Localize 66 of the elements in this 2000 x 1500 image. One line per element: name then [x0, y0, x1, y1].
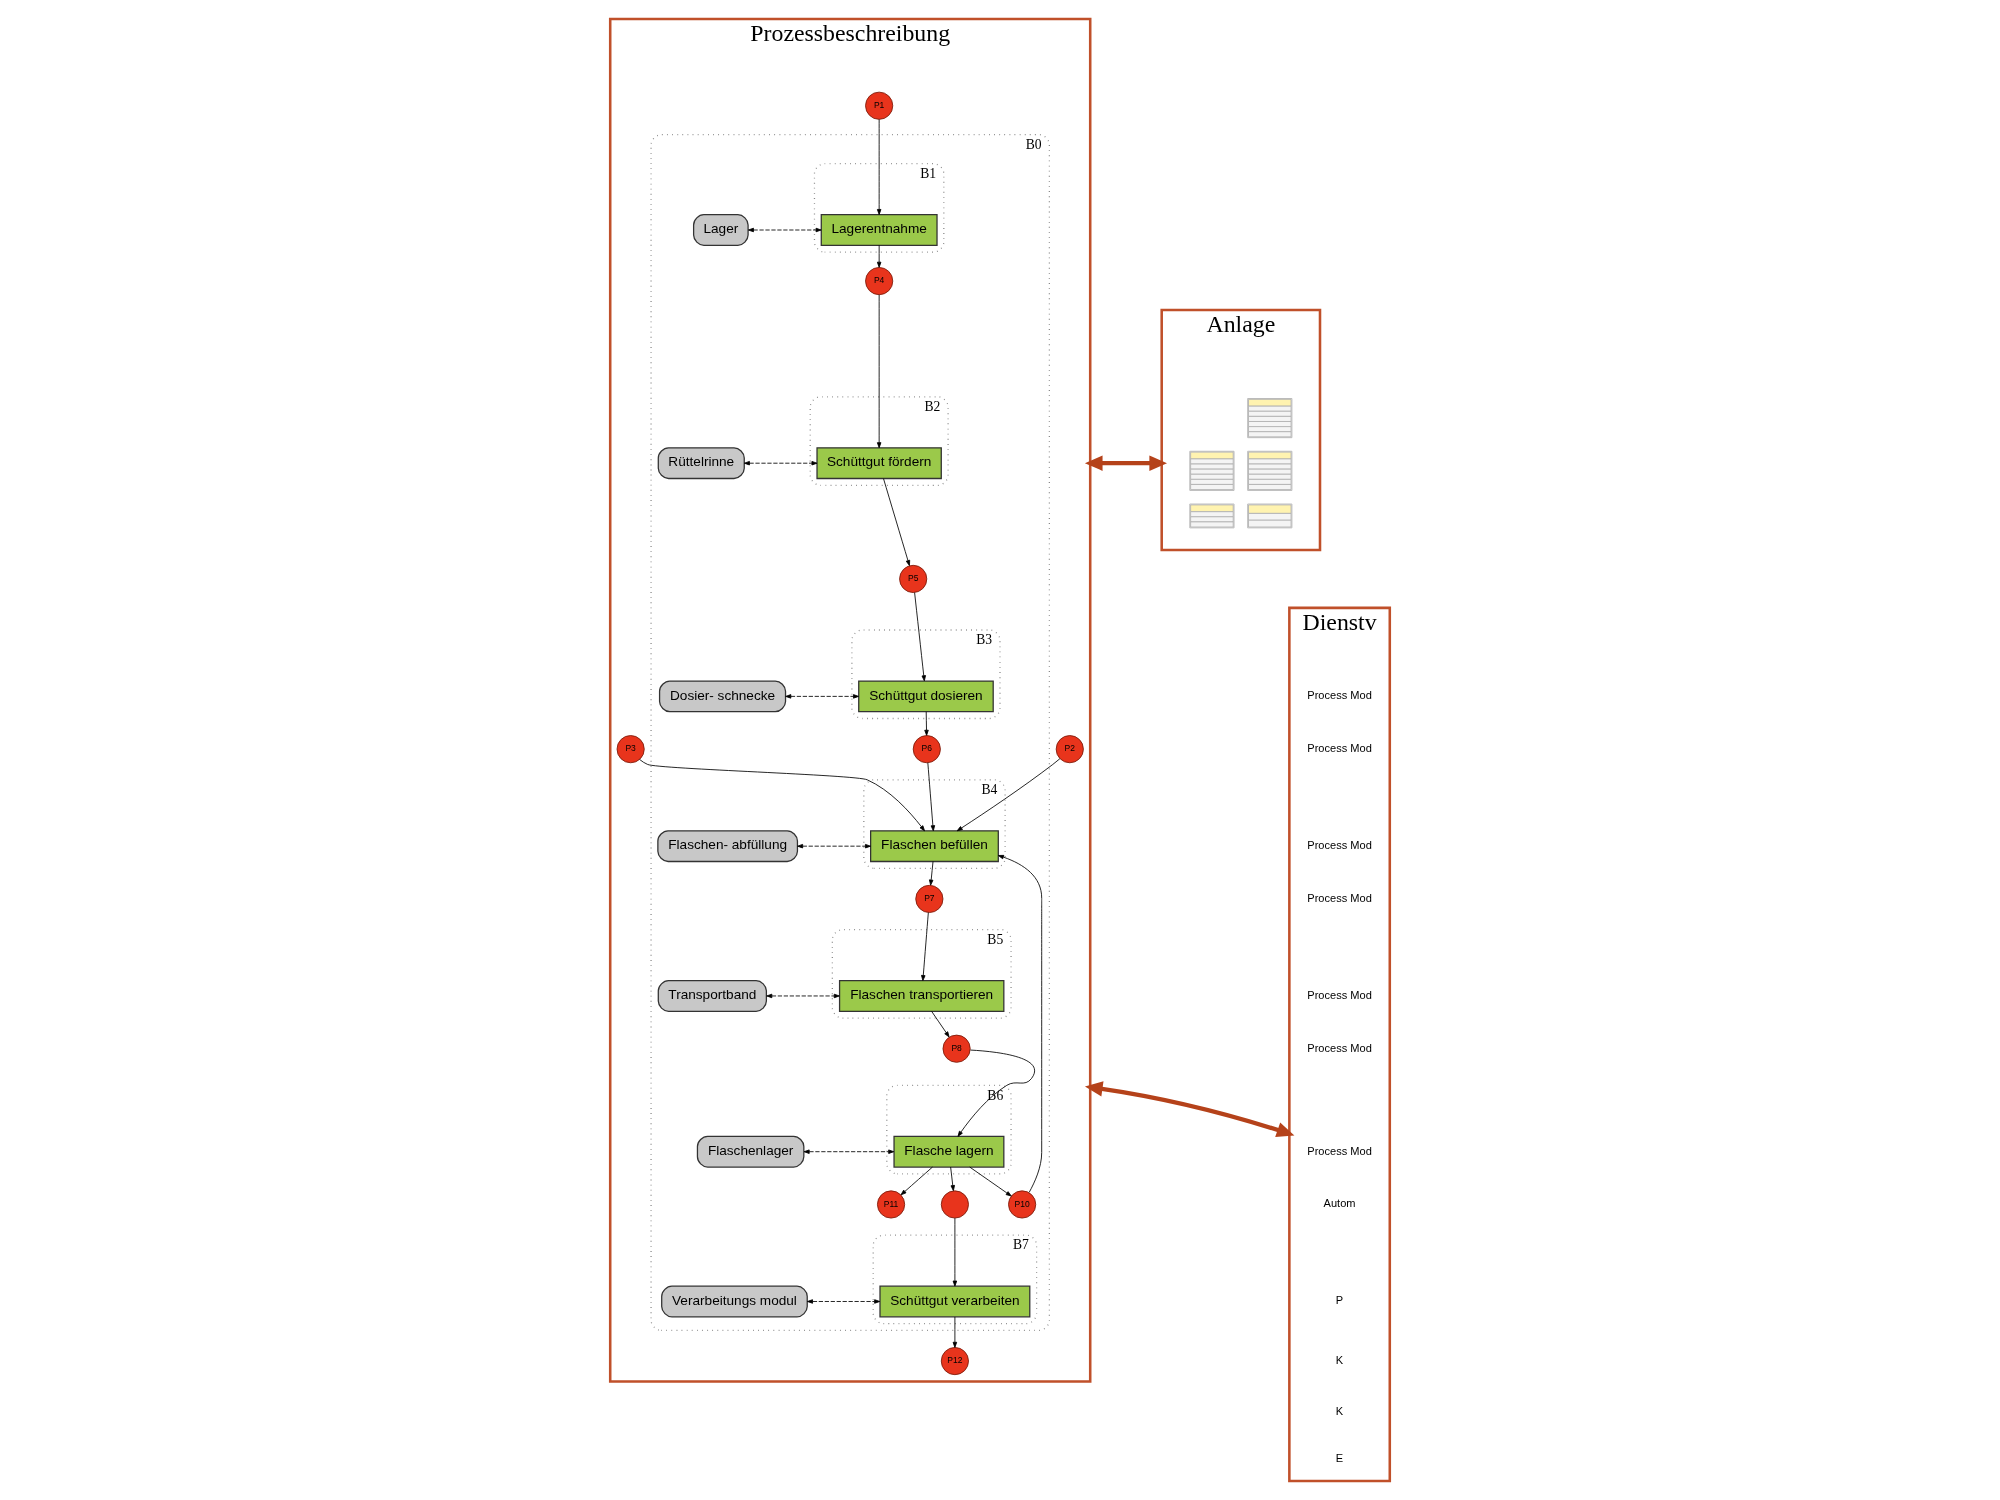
node-circle: P8: [942, 1034, 971, 1063]
arrow: [924, 711, 929, 736]
node-box: Schüttgut verarbeiten: [879, 1285, 1031, 1318]
arrow: [883, 478, 911, 566]
arrow: [785, 694, 859, 699]
arrow: [797, 843, 871, 849]
node-circle: P10: [1008, 1190, 1037, 1219]
arrow: [876, 294, 882, 449]
arrow: [931, 1010, 950, 1038]
node-box: Lagerentnahme: [820, 214, 938, 246]
node-box: Lager: [693, 214, 749, 246]
arrow: [900, 1166, 933, 1196]
node-circle: P3: [616, 735, 645, 764]
label: Process Mod: [1307, 891, 1372, 904]
node-box: Flasche lagern: [893, 1135, 1005, 1168]
label: Process Mod: [1307, 1144, 1372, 1157]
arrow: [914, 592, 926, 682]
arrow: [1084, 1081, 1295, 1138]
node-circle: P12: [940, 1347, 969, 1376]
node-box: Schüttgut dosieren: [858, 680, 994, 713]
arrow: [950, 1166, 955, 1192]
node-box: Rüttelrinne: [657, 447, 745, 480]
arrow: [921, 912, 929, 981]
node-circle: [940, 1190, 969, 1219]
label: P: [1335, 1294, 1344, 1307]
arrow: [969, 1166, 1012, 1197]
arrow: [952, 1217, 958, 1287]
arrow: [1084, 455, 1167, 471]
node-circle: P7: [915, 884, 944, 913]
arrow: [876, 119, 882, 215]
arrow: [928, 861, 934, 886]
label: E: [1335, 1451, 1344, 1464]
arrow: [807, 1299, 881, 1304]
arrow: [927, 762, 936, 832]
arrow: [803, 1149, 895, 1154]
node-box: Schüttgut fördern: [816, 447, 942, 480]
node-box: Flaschen befüllen: [870, 830, 999, 863]
label: Autom: [1323, 1197, 1356, 1210]
arrow: [639, 759, 925, 832]
label: Process Mod: [1307, 1041, 1372, 1054]
node-circle: P6: [912, 735, 941, 764]
node-box: Verarbeitungs modul: [661, 1285, 808, 1318]
label: K: [1335, 1353, 1344, 1366]
label: K: [1335, 1405, 1344, 1418]
arrow: [952, 1316, 958, 1348]
arrow: [876, 244, 882, 268]
node-box: Flaschenlager: [696, 1135, 805, 1168]
arrow: [743, 460, 818, 466]
node-circle: P2: [1055, 735, 1084, 764]
node-box: Transportband: [657, 980, 767, 1012]
arrow: [766, 993, 840, 999]
node-circle: P1: [865, 91, 894, 120]
node-box: Dosier- schnecke: [658, 680, 787, 713]
node-box: Flaschen- abfüllung: [657, 830, 799, 863]
arrow: [747, 227, 822, 233]
arrow: [956, 758, 1061, 832]
node-circle: P4: [865, 267, 894, 296]
cluster: Anlage: [1160, 308, 1322, 552]
arrow: [957, 1049, 1035, 1137]
node-circle: P5: [899, 564, 928, 593]
label: Process Mod: [1307, 742, 1372, 755]
label: Process Mod: [1307, 988, 1372, 1001]
label: Process Mod: [1307, 839, 1372, 852]
arrow: [997, 854, 1043, 1193]
node-box: Flaschen transportieren: [838, 980, 1005, 1012]
label: Process Mod: [1307, 689, 1372, 702]
